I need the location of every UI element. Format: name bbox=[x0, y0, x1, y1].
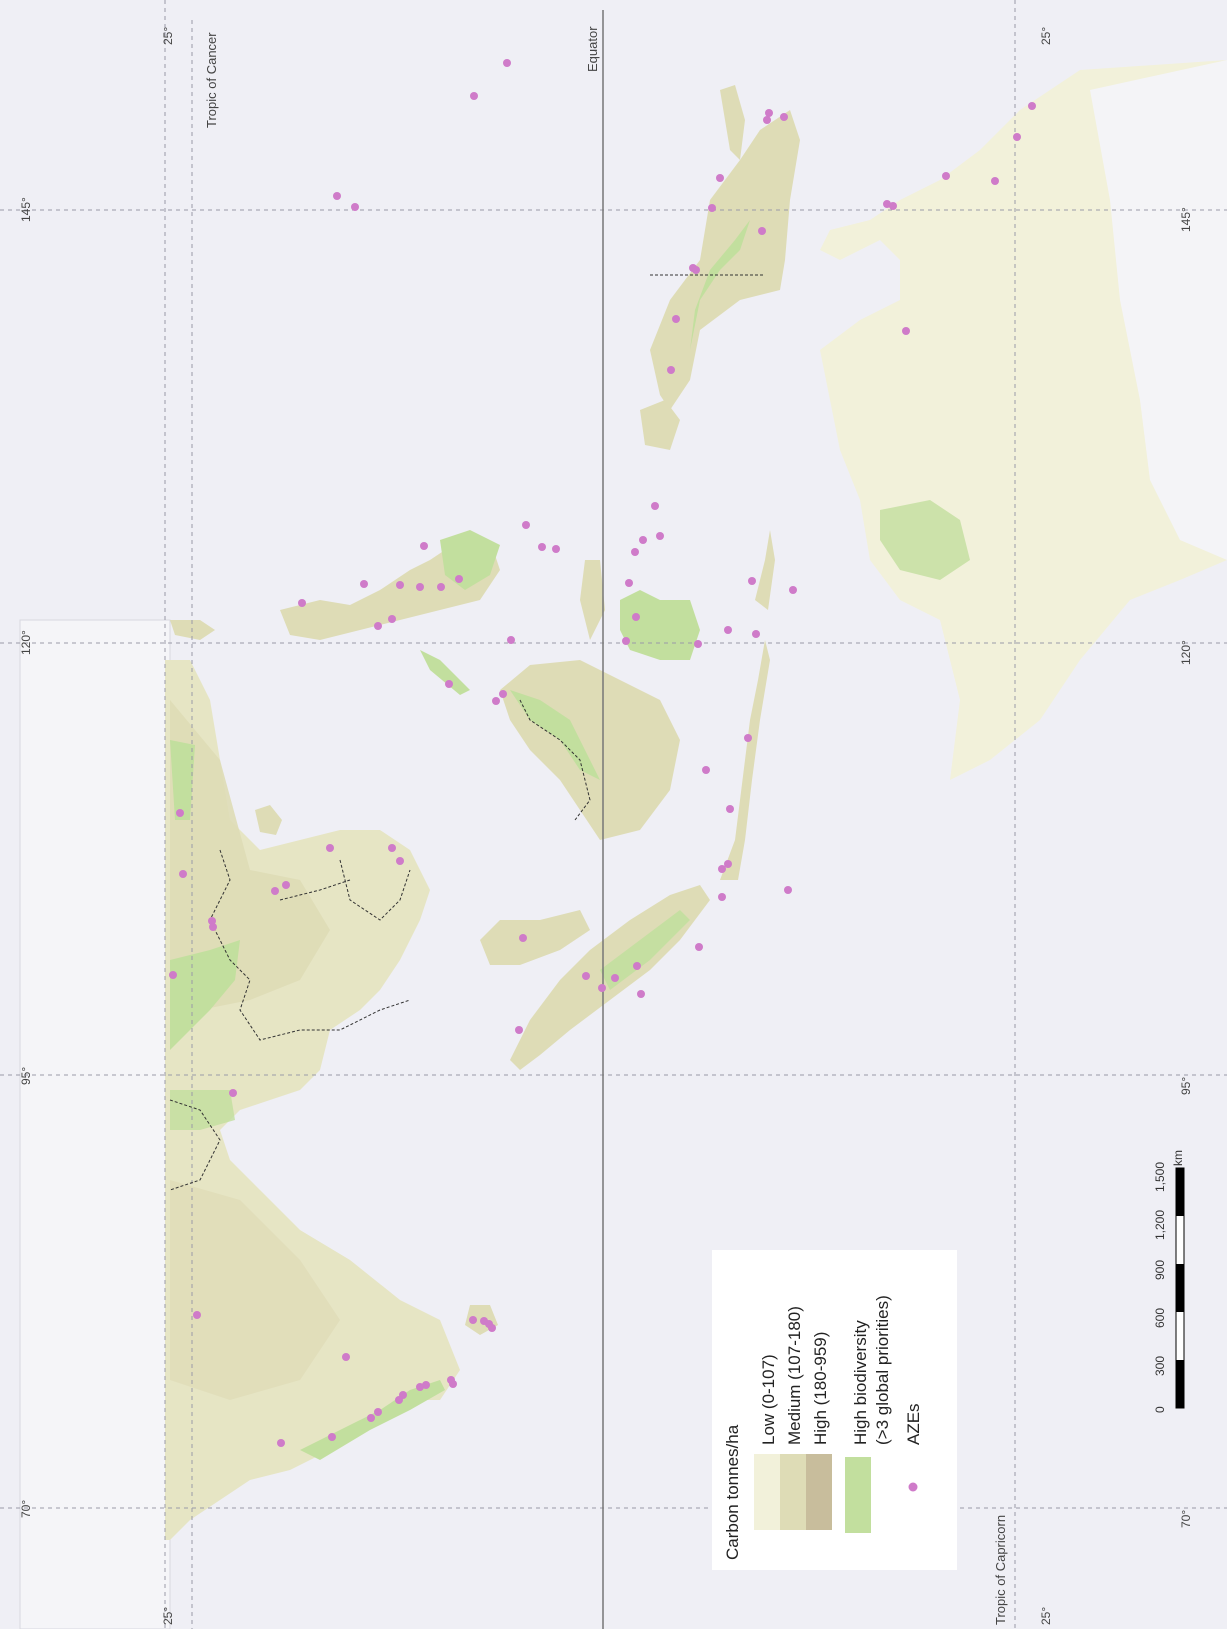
lon-label-95-right: 95° bbox=[1179, 1077, 1193, 1095]
lon-label-145-left: 145° bbox=[19, 197, 33, 222]
scale-tick-1200: 1,200 bbox=[1153, 1210, 1167, 1240]
lesser-sunda bbox=[755, 530, 775, 610]
landmass-sulawesi bbox=[620, 590, 700, 660]
equator-label: Equator bbox=[585, 26, 600, 72]
legend-swatch-biodiversity bbox=[845, 1457, 871, 1533]
lon-label-70-right: 70° bbox=[1179, 1510, 1193, 1528]
legend-swatch-low bbox=[754, 1454, 780, 1530]
mainland-biodiversity bbox=[170, 940, 240, 1050]
scale-bar: 0 300 600 900 1,200 1,500 km bbox=[1153, 1150, 1185, 1413]
philippines-biodiversity bbox=[440, 530, 500, 590]
legend-aze-dot bbox=[908, 1482, 918, 1492]
landmass-malay-peninsula bbox=[480, 910, 590, 965]
legend-swatch-medium bbox=[780, 1454, 806, 1530]
lon-label-70-left: 70° bbox=[19, 1500, 33, 1518]
landmass-java bbox=[720, 640, 770, 880]
lat-label-south-top: 25° bbox=[1039, 27, 1053, 45]
australia-outer-ocean bbox=[1090, 60, 1227, 560]
country-borders bbox=[169, 274, 765, 1191]
australia-biodiversity-patch bbox=[880, 500, 970, 580]
scale-tick-1500: 1,500 bbox=[1153, 1162, 1167, 1192]
scale-unit: km bbox=[1171, 1150, 1185, 1166]
new-guinea-biodiversity bbox=[690, 220, 750, 350]
legend-label-biodiversity-1: High biodiversity bbox=[851, 1320, 870, 1445]
aze-sites bbox=[169, 59, 1036, 1447]
scale-tick-300: 300 bbox=[1153, 1356, 1167, 1376]
legend-label-biodiversity-2: (>3 global priorities) bbox=[873, 1295, 892, 1445]
lon-label-120-right: 120° bbox=[1179, 640, 1193, 665]
lat-label-north-bottom: 25° bbox=[161, 1607, 175, 1625]
borneo-biodiversity bbox=[510, 690, 600, 780]
bismarck-islands bbox=[720, 85, 745, 160]
legend-title: Carbon tonnes/ha bbox=[723, 1424, 742, 1560]
hainan bbox=[255, 805, 282, 835]
land-outside-west bbox=[19, 619, 171, 1630]
legend-label-high: High (180-959) bbox=[811, 1332, 830, 1445]
lon-label-95-left: 95° bbox=[19, 1067, 33, 1085]
legend-label-medium: Medium (107-180) bbox=[785, 1306, 804, 1445]
lat-label-south-bottom: 25° bbox=[1039, 1607, 1053, 1625]
sumatra-biodiversity bbox=[600, 910, 690, 990]
scale-tick-600: 600 bbox=[1153, 1308, 1167, 1328]
legend-box bbox=[712, 1250, 957, 1570]
mainland-medium-carbon-2 bbox=[170, 1180, 340, 1400]
tropic-of-capricorn-label: Tropic of Capricorn bbox=[993, 1515, 1008, 1625]
sulawesi-arm bbox=[580, 560, 605, 640]
legend-swatch-high bbox=[806, 1454, 832, 1530]
mainland-biodiversity-2 bbox=[170, 740, 195, 820]
scale-tick-900: 900 bbox=[1153, 1260, 1167, 1280]
lon-label-120-left: 120° bbox=[19, 630, 33, 655]
legend: Carbon tonnes/ha Low (0-107) Medium (107… bbox=[712, 1250, 957, 1570]
tropic-of-cancer-label: Tropic of Cancer bbox=[204, 32, 219, 128]
mainland-medium-carbon bbox=[170, 700, 330, 1010]
legend-label-aze: AZEs bbox=[904, 1403, 923, 1445]
mainland-biodiversity-3 bbox=[170, 1090, 235, 1130]
scale-tick-0: 0 bbox=[1153, 1406, 1167, 1413]
lat-label-north-top: 25° bbox=[161, 27, 175, 45]
lon-label-145-right: 145° bbox=[1179, 207, 1193, 232]
palawan bbox=[420, 650, 470, 695]
west-papua-piece bbox=[640, 400, 680, 450]
legend-label-low: Low (0-107) bbox=[759, 1354, 778, 1445]
